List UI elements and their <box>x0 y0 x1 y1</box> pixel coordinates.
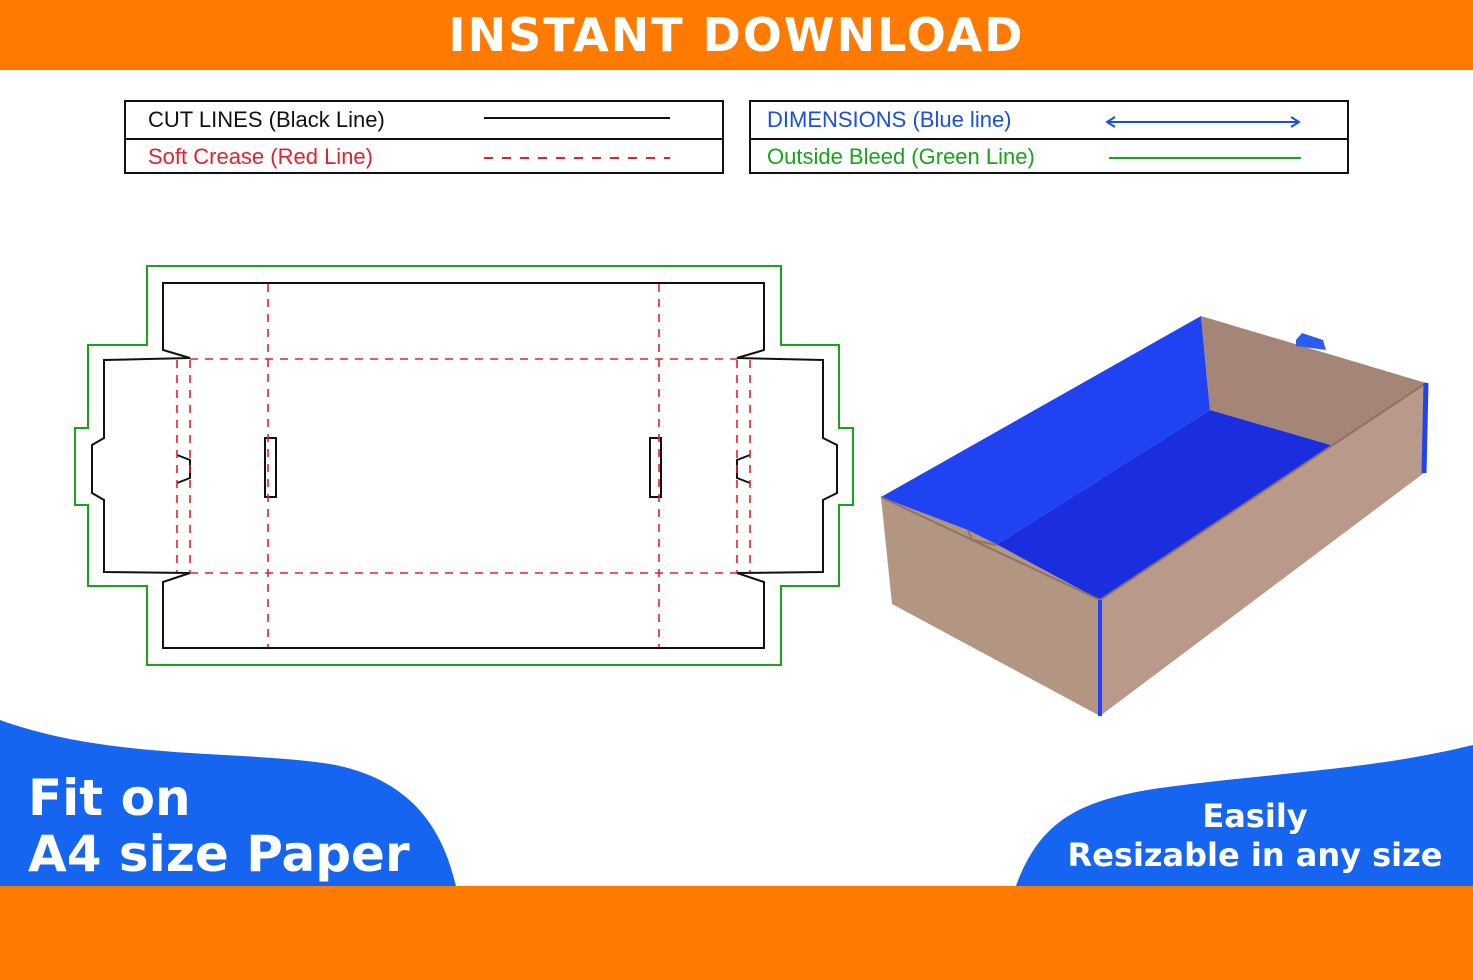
dieline-diagram <box>74 265 854 666</box>
legend-cut-label: CUT LINES (Black Line) <box>148 107 385 132</box>
crease-lines <box>176 284 751 647</box>
box-notch <box>967 529 998 546</box>
box-front-left-wall <box>881 497 1100 716</box>
left-tab-notch <box>176 454 191 484</box>
legend-row-crease: Soft Crease (Red Line) <box>126 139 722 175</box>
left-badge-shape <box>0 720 456 886</box>
right-badge-shape <box>1016 745 1473 886</box>
legend-box-right: DIMENSIONS (Blue line) Outside Bleed (Gr… <box>749 100 1349 174</box>
legend-row-dimensions: DIMENSIONS (Blue line) <box>751 102 1347 140</box>
right-badge-line1: Easily <box>1202 797 1308 835</box>
legend-row-bleed: Outside Bleed (Green Line) <box>751 139 1347 175</box>
cut-line-sample <box>484 117 670 119</box>
footer-bar <box>0 886 1473 980</box>
box-front-right-wall <box>1100 383 1426 716</box>
header-banner: INSTANT DOWNLOAD <box>0 0 1473 70</box>
box-inner-right-wall <box>1201 316 1426 446</box>
right-badge-text: Easily Resizable in any size <box>1050 797 1460 875</box>
legend-dimensions-label: DIMENSIONS (Blue line) <box>767 107 1012 132</box>
crease-line-sample <box>484 157 670 159</box>
left-badge-line1: Fit on <box>28 769 191 827</box>
legend-bleed-label: Outside Bleed (Green Line) <box>767 144 1035 169</box>
dimension-arrow-sample <box>1105 116 1301 128</box>
left-badge-line2: A4 size Paper <box>28 825 410 883</box>
legend-box-left: CUT LINES (Black Line) Soft Crease (Red … <box>124 100 724 174</box>
box-tab <box>1296 333 1326 350</box>
left-slot <box>264 437 277 498</box>
legend-crease-label: Soft Crease (Red Line) <box>148 144 373 169</box>
right-tab-notch <box>736 454 751 484</box>
box-inner-back-wall <box>881 316 1210 545</box>
box-3d-preview <box>880 316 1429 716</box>
right-slot <box>649 437 662 498</box>
right-badge-line2: Resizable in any size <box>1067 836 1443 874</box>
legend-row-cut: CUT LINES (Black Line) <box>126 102 722 140</box>
cut-outline <box>91 282 838 649</box>
left-badge-text: Fit on A4 size Paper <box>28 770 410 882</box>
header-title: INSTANT DOWNLOAD <box>448 8 1025 62</box>
bleed-outline <box>74 265 854 666</box>
box-floor <box>996 410 1334 600</box>
bleed-line-sample <box>1109 157 1301 159</box>
